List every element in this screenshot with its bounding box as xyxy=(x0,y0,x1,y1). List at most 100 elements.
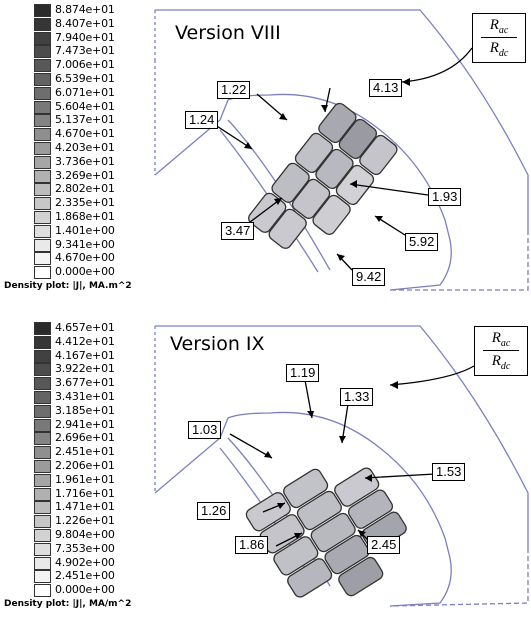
legend-value: 4.203e+01 xyxy=(55,141,115,154)
conductor-grid xyxy=(248,102,398,249)
legend-row: 4.657e+01 xyxy=(34,321,184,338)
callout-value: 1.03 xyxy=(188,421,222,439)
legend-row: 4.902e+00 xyxy=(34,555,184,573)
legend-swatch xyxy=(34,73,51,86)
legend-value: 2.802e+01 xyxy=(55,182,115,196)
legend-value: 1.401e+00 xyxy=(55,223,115,237)
legend-row: 2.451e+01 xyxy=(34,445,184,462)
legend-value: 5.137e+01 xyxy=(55,113,115,127)
legend-value: 2.451e+00 xyxy=(55,569,115,583)
legend-row: 3.677e+01 xyxy=(34,376,184,393)
ratio-denominator: Rdc xyxy=(489,40,509,59)
legend-value: 2.451e+01 xyxy=(55,445,115,459)
legend-swatch xyxy=(34,100,51,114)
legend-swatch xyxy=(34,529,51,542)
legend-swatch xyxy=(34,377,51,391)
legend-value: 3.736e+01 xyxy=(55,154,115,168)
legend-value: 0.000e+00 xyxy=(55,583,115,597)
legend-row: 3.185e+01 xyxy=(34,404,184,421)
callout-value: 1.86 xyxy=(235,536,269,554)
machine-section-drawing xyxy=(154,9,529,291)
legend-swatch xyxy=(34,252,51,266)
callout-value: 1.22 xyxy=(217,81,251,99)
legend-value: 2.206e+01 xyxy=(55,459,115,472)
legend-caption: Density plot: |J|, MA/m^2 xyxy=(4,599,132,609)
legend-value: 8.407e+01 xyxy=(55,16,115,30)
legend-row: 5.137e+01 xyxy=(34,113,184,130)
callout-value: 2.45 xyxy=(367,536,401,554)
legend-swatch xyxy=(34,155,51,169)
legend-swatch xyxy=(34,224,51,238)
callout-value: 1.24 xyxy=(185,111,219,129)
legend-value: 9.804e+00 xyxy=(55,528,115,541)
legend-row: 2.451e+00 xyxy=(34,569,184,586)
legend-value: 4.167e+01 xyxy=(55,348,115,362)
legend-swatch xyxy=(34,584,51,598)
legend-row: 3.922e+01 xyxy=(34,362,184,379)
legend-value: 4.670e+00 xyxy=(55,251,115,265)
ratio-denominator: Rdc xyxy=(491,353,511,372)
legend-swatch xyxy=(34,183,51,197)
callout-value: 1.33 xyxy=(340,388,374,406)
legend-row: 1.868e+01 xyxy=(34,210,184,227)
callout-value: 1.53 xyxy=(432,463,466,481)
version-title: Version IX xyxy=(170,333,265,355)
legend-swatch xyxy=(34,322,51,335)
legend-value: 4.902e+00 xyxy=(55,555,115,569)
legend-row: 8.407e+01 xyxy=(34,16,184,34)
callout-value: 1.93 xyxy=(428,188,462,206)
geometry-panel-version-viii: Version VIII Rac Rdc 1.22 4.13 1.24 1.93… xyxy=(150,0,531,300)
legend-swatch xyxy=(34,391,51,404)
legend-value: 1.961e+01 xyxy=(55,472,115,486)
legend-row: 1.401e+00 xyxy=(34,223,184,241)
legend-swatch xyxy=(34,460,51,473)
legend-row: 2.802e+01 xyxy=(34,182,184,199)
legend-swatch xyxy=(34,114,51,128)
legend-row: 7.353e+00 xyxy=(34,542,184,559)
ratio-numerator: Rac xyxy=(491,330,511,349)
legend-value: 3.431e+01 xyxy=(55,390,115,403)
legend-row: 3.269e+01 xyxy=(34,168,184,186)
legend-value: 4.670e+01 xyxy=(55,127,115,141)
legend-swatch xyxy=(34,349,51,363)
legend-row: 1.961e+01 xyxy=(34,472,184,490)
legend-swatch xyxy=(34,570,51,584)
legend-swatch xyxy=(34,501,51,515)
legend-value: 1.471e+01 xyxy=(55,500,115,514)
legend-swatch xyxy=(34,31,51,45)
legend-row: 4.167e+01 xyxy=(34,348,184,366)
callout-value: 4.13 xyxy=(369,79,403,97)
legend-value: 7.473e+01 xyxy=(55,44,115,58)
ratio-fraction-bar xyxy=(481,37,517,38)
legend-swatch xyxy=(34,4,51,17)
callout-value: 1.26 xyxy=(197,502,231,520)
legend-row: 7.940e+01 xyxy=(34,31,184,48)
legend-swatch xyxy=(34,404,51,418)
legend-value: 2.335e+01 xyxy=(55,196,115,210)
legend-swatch xyxy=(34,418,51,432)
legend-swatch xyxy=(34,128,51,142)
legend-value: 3.677e+01 xyxy=(55,376,115,390)
callout-value: 5.92 xyxy=(405,233,439,251)
legend-swatch xyxy=(34,86,51,100)
machine-section-drawing xyxy=(154,325,529,607)
legend-row: 0.000e+00 xyxy=(34,265,184,282)
legend-row: 0.000e+00 xyxy=(34,583,184,600)
legend-swatch xyxy=(34,238,51,252)
legend-row: 1.471e+01 xyxy=(34,500,184,517)
legend-value: 3.269e+01 xyxy=(55,168,115,182)
legend-row: 9.341e+00 xyxy=(34,238,184,255)
legend-swatch xyxy=(34,473,51,487)
legend-swatch xyxy=(34,142,51,155)
legend-row: 3.736e+01 xyxy=(34,154,184,172)
legend-row: 9.804e+00 xyxy=(34,528,184,545)
callout-value: 3.47 xyxy=(221,222,255,240)
legend-swatch xyxy=(34,556,51,570)
legend-row: 2.206e+01 xyxy=(34,459,184,476)
legend-swatch xyxy=(34,335,51,349)
legend-row: 2.696e+01 xyxy=(34,431,184,448)
legend-row: 4.670e+00 xyxy=(34,251,184,268)
legend-value: 6.539e+01 xyxy=(55,72,115,85)
